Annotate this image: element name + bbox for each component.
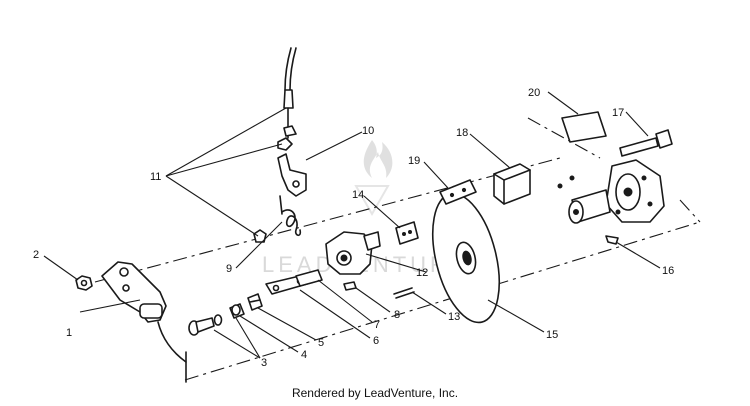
part-retaining-clip xyxy=(605,235,619,245)
part-actuator-rod xyxy=(295,269,323,287)
callout-17: 17 xyxy=(612,107,624,119)
callout-15: 15 xyxy=(546,329,558,341)
callout-8: 8 xyxy=(394,309,400,321)
part-pin-and-washer xyxy=(188,314,223,336)
part-decal xyxy=(561,111,607,143)
callout-2: 2 xyxy=(33,249,39,261)
part-roll-pin xyxy=(343,281,357,291)
part-bearing-block xyxy=(493,163,531,205)
part-bushing xyxy=(229,303,245,319)
callout-18: 18 xyxy=(456,127,468,139)
callout-11: 11 xyxy=(150,171,161,183)
part-shift-bracket xyxy=(101,261,187,383)
part-spring xyxy=(281,209,302,237)
callout-7: 7 xyxy=(374,319,380,331)
part-spacer-block xyxy=(395,221,419,245)
callout-5: 5 xyxy=(318,337,324,349)
leader-lines xyxy=(43,91,661,359)
callout-numbers: 1 2 3 4 5 6 7 8 9 10 11 12 13 14 15 16 1… xyxy=(33,87,674,369)
part-friction-disc xyxy=(431,192,501,324)
part-shifter-body xyxy=(325,231,381,275)
callout-19: 19 xyxy=(408,155,420,167)
part-clip xyxy=(247,293,263,311)
callout-12: 12 xyxy=(416,267,428,279)
callout-1: 1 xyxy=(66,327,72,339)
footer-credit: Rendered by LeadVenture, Inc. xyxy=(291,386,459,400)
part-key xyxy=(393,287,415,299)
part-cable-bracket xyxy=(277,153,307,215)
callout-6: 6 xyxy=(373,335,379,347)
assembly-center-lines xyxy=(94,117,701,381)
callout-13: 13 xyxy=(448,311,460,323)
part-guide-plate xyxy=(439,179,477,205)
part-bolt xyxy=(619,129,673,157)
part-nut xyxy=(75,275,93,291)
callout-10: 10 xyxy=(362,125,374,137)
callout-3: 3 xyxy=(261,357,267,369)
callout-9: 9 xyxy=(226,263,232,275)
part-shift-cable xyxy=(253,47,297,243)
callout-14: 14 xyxy=(352,189,364,201)
part-hub-assembly xyxy=(557,159,665,224)
flame-logo-icon xyxy=(354,140,393,217)
callout-16: 16 xyxy=(662,265,674,277)
callout-20: 20 xyxy=(528,87,540,99)
callout-4: 4 xyxy=(301,349,307,361)
